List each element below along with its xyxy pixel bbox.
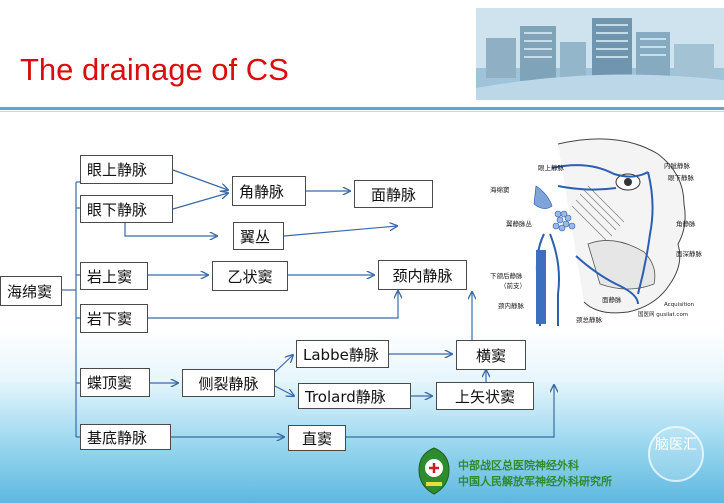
anat-label-pterygoid: 翼静脉丛 [506, 219, 533, 228]
node-sphenoparietal-sinus: 蝶顶窦 [80, 368, 150, 397]
slide-title: The drainage of CS [20, 52, 289, 87]
title-rule [0, 107, 724, 110]
anat-label-sup-ophthalmic: 眼上静脉 [538, 163, 565, 172]
anat-label-angular: 角静脉 [676, 219, 696, 228]
anat-label-medial-canthal: 内眦静脉 [664, 161, 691, 170]
anat-label-anterior-branch: （前支） [500, 281, 526, 290]
anat-label-acquisition: Acquisition [664, 302, 695, 308]
anat-label-common-facial: 颈总静脉 [576, 315, 603, 324]
facial-vein-anatomy-illustration: 眼上静脉 内眦静脉 眼下静脉 海绵窦 翼静脉丛 角静脉 面深静脉 下颌后静脉 （… [488, 134, 716, 330]
institution-credit: 中部战区总医院神经外科 中国人民解放军神经外科研究所 [458, 458, 612, 490]
node-transverse-sinus: 横窦 [456, 340, 526, 370]
node-inf-petrosal-sinus: 岩下窦 [80, 304, 148, 333]
anat-label-retromandibular: 下颌后静脉 [490, 271, 523, 280]
node-angular-vein: 角静脉 [232, 176, 306, 206]
node-sup-petrosal-sinus: 岩上窦 [80, 262, 148, 290]
hospital-emblem-icon [418, 447, 450, 495]
anat-label-ijv: 颈内静脉 [498, 301, 525, 310]
node-cavernous-sinus: 海绵窦 [0, 276, 62, 306]
brand-badge-text: 脑医汇 [655, 437, 697, 453]
node-straight-sinus: 直窦 [288, 425, 346, 451]
brand-badge-icon [648, 426, 704, 482]
title-rule-thin [0, 111, 724, 112]
anat-label-facial: 面静脉 [602, 295, 622, 304]
node-labbe-vein: Labbe静脉 [296, 340, 389, 368]
node-basal-vein: 基底静脉 [80, 424, 171, 450]
node-sigmoid-sinus: 乙状窦 [212, 261, 288, 291]
anat-label-watermark: 国医网 gusilat.com [638, 311, 688, 318]
institution-line-2: 中国人民解放军神经外科研究所 [458, 475, 612, 488]
node-internal-jugular-vein: 颈内静脉 [378, 260, 467, 290]
node-facial-vein: 面静脉 [354, 180, 433, 208]
anat-label-inf-ophthalmic: 眼下静脉 [668, 173, 695, 182]
node-trolard-vein: Trolard静脉 [298, 383, 411, 409]
node-superior-sagittal-sinus: 上矢状窦 [436, 382, 534, 410]
institution-line-1: 中部战区总医院神经外科 [458, 459, 579, 472]
node-sylvian-vein: 侧裂静脉 [182, 369, 275, 397]
node-inf-ophthalmic-vein: 眼下静脉 [80, 195, 173, 223]
node-pterygoid-plexus: 翼丛 [233, 222, 284, 250]
node-sup-ophthalmic-vein: 眼上静脉 [80, 155, 173, 184]
hospital-image [476, 8, 724, 100]
anat-label-deep-facial: 面深静脉 [676, 249, 703, 258]
anat-label-cavernous: 海绵窦 [490, 185, 510, 194]
